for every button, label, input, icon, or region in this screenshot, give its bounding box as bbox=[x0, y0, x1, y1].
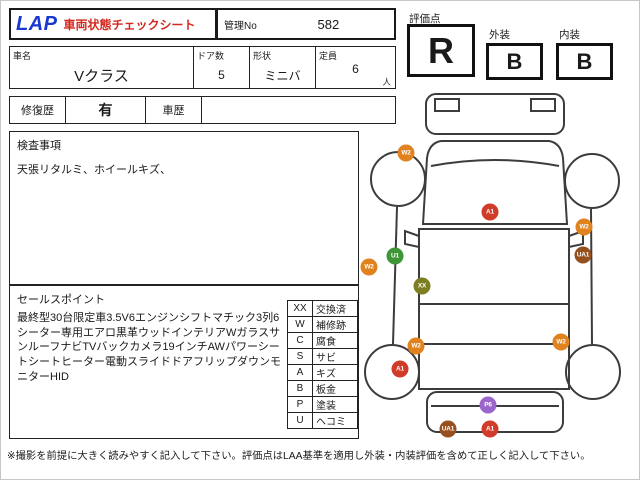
damage-marker-w2: W2 bbox=[397, 144, 415, 162]
header: LAP 車両状態チェックシート bbox=[9, 8, 217, 40]
body-shape-cell: 形状 ミニバ bbox=[250, 47, 316, 88]
legend-code: B bbox=[287, 380, 313, 397]
sales-points-label: セールスポイント bbox=[17, 294, 105, 306]
evaluation-score-box: R bbox=[407, 24, 475, 77]
damage-marker-p6: P6 bbox=[479, 396, 497, 414]
damage-marker-u1: U1 bbox=[386, 247, 404, 265]
sheet-title: 車両状態チェックシート bbox=[63, 17, 196, 32]
legend-code: S bbox=[287, 348, 313, 365]
damage-marker-w2: W2 bbox=[360, 258, 378, 276]
capacity-cell: 定員 6 人 bbox=[316, 47, 395, 88]
legend-name: キズ bbox=[312, 364, 358, 381]
car-name-value: Vクラス bbox=[74, 67, 129, 85]
capacity-value: 6 bbox=[352, 62, 359, 76]
footer-note: ※撮影を前提に大きく読みやすく記入して下さい。評価点はLAA基準を適用し外装・内… bbox=[7, 451, 591, 462]
capacity-label: 定員 bbox=[319, 51, 338, 61]
damage-marker-w2: W2 bbox=[575, 218, 593, 236]
car-outline-svg bbox=[364, 93, 621, 433]
headlight-right bbox=[530, 98, 556, 112]
headlight-left bbox=[434, 98, 460, 112]
car-history-label: 車歴 bbox=[146, 97, 202, 123]
windshield-line bbox=[430, 159, 560, 167]
legend-code: A bbox=[287, 364, 313, 381]
damage-marker-a1: A1 bbox=[391, 360, 409, 378]
inspection-text: 天張リタルミ、ホイールキズ、 bbox=[17, 164, 171, 176]
legend-name: サビ bbox=[312, 348, 358, 365]
car-name-cell: 車名 Vクラス bbox=[10, 47, 194, 88]
vehicle-info-table: 車名 Vクラス ドア数 5 形状 ミニバ 定員 6 人 bbox=[9, 46, 396, 89]
damage-marker-ua1: UA1 bbox=[439, 420, 457, 438]
doors-value: 5 bbox=[218, 68, 225, 82]
legend-code: P bbox=[287, 396, 313, 413]
repair-history-label: 修復歴 bbox=[10, 97, 66, 123]
side-sill-left bbox=[392, 206, 398, 345]
front-bumper bbox=[425, 93, 565, 135]
wheel-front-left bbox=[370, 151, 426, 207]
lap-logo: LAP bbox=[16, 13, 58, 35]
legend-name: 交換済 bbox=[312, 300, 358, 317]
doors-cell: ドア数 5 bbox=[194, 47, 250, 88]
hood-outline bbox=[421, 140, 569, 225]
damage-marker-a1: A1 bbox=[481, 420, 499, 438]
damage-marker-ua1: UA1 bbox=[574, 246, 592, 264]
wheel-front-right bbox=[564, 153, 620, 209]
mirror-left bbox=[404, 229, 420, 249]
legend-name: 板金 bbox=[312, 380, 358, 397]
interior-score-box: B bbox=[556, 43, 613, 80]
damage-marker-xx: XX bbox=[413, 277, 431, 295]
body-shape-value: ミニバ bbox=[264, 68, 301, 83]
management-number-label: 管理No bbox=[224, 20, 257, 32]
doors-label: ドア数 bbox=[197, 51, 225, 61]
legend-code: W bbox=[287, 316, 313, 333]
legend-code: XX bbox=[287, 300, 313, 317]
legend-name: 塗装 bbox=[312, 396, 358, 413]
legend-name: ヘコミ bbox=[312, 412, 358, 429]
body-shape-label: 形状 bbox=[253, 51, 272, 61]
wheel-rear-right bbox=[565, 344, 621, 400]
inspection-section: 検査事項 天張リタルミ、ホイールキズ、 bbox=[9, 131, 359, 285]
legend-name: 腐食 bbox=[312, 332, 358, 349]
legend-code: U bbox=[287, 412, 313, 429]
damage-marker-w2: W2 bbox=[552, 333, 570, 351]
interior-score-label: 内装 bbox=[559, 29, 580, 41]
legend-name: 補修跡 bbox=[312, 316, 358, 333]
cabin-outline bbox=[418, 228, 570, 390]
legend-code: C bbox=[287, 332, 313, 349]
evaluation-score-label: 評価点 bbox=[409, 13, 441, 25]
car-name-label: 車名 bbox=[13, 51, 32, 61]
sales-points-text: 最終型30台限定車3.5V6エンジンシフトマチック3列6シーター専用エアロ黒革ウ… bbox=[17, 312, 281, 383]
capacity-unit: 人 bbox=[382, 77, 391, 87]
management-number-value: 582 bbox=[317, 16, 340, 32]
repair-history-value: 有 bbox=[66, 97, 146, 123]
history-row: 修復歴 有 車歴 bbox=[9, 96, 396, 124]
damage-marker-w2: W2 bbox=[407, 337, 425, 355]
exterior-score-label: 外装 bbox=[489, 29, 510, 41]
exterior-score-box: B bbox=[486, 43, 543, 80]
damage-marker-a1: A1 bbox=[481, 203, 499, 221]
inspection-label: 検査事項 bbox=[17, 140, 61, 152]
management-number-box: 管理No 582 bbox=[216, 8, 396, 40]
